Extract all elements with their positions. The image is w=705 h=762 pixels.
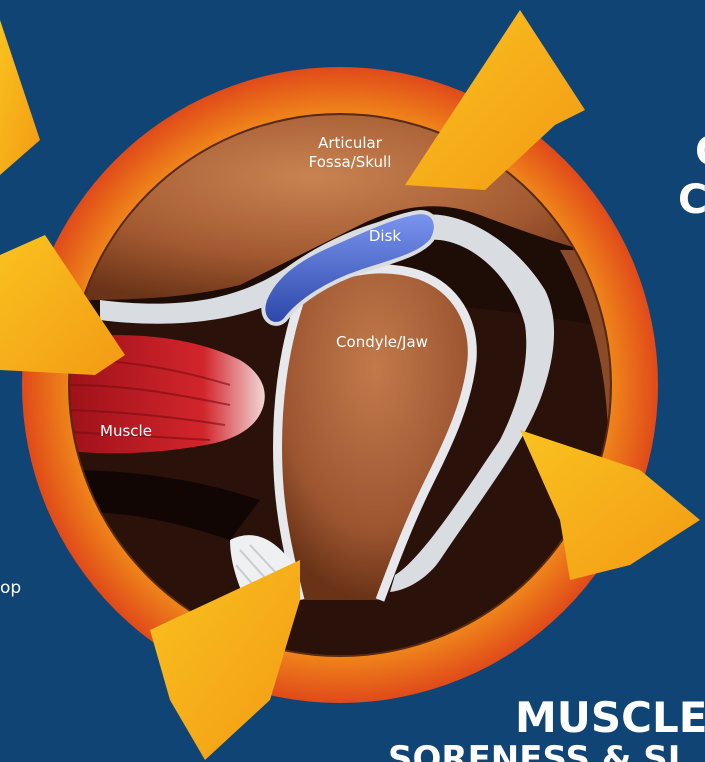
heading-muscle: MUSCLE xyxy=(515,693,705,742)
right-heading-fragment-1: C xyxy=(695,129,705,175)
label-condyle: Condyle/Jaw xyxy=(336,333,428,351)
heading-soreness: SORENESS & SL xyxy=(388,739,689,762)
right-heading-fragment-2: C xyxy=(678,177,705,223)
label-disk: Disk xyxy=(369,227,402,245)
label-fossa-line1: Articular xyxy=(318,134,383,152)
left-edge-text: op xyxy=(0,578,21,598)
label-muscle: Muscle xyxy=(100,422,152,440)
label-fossa-line2: Fossa/Skull xyxy=(309,153,392,171)
